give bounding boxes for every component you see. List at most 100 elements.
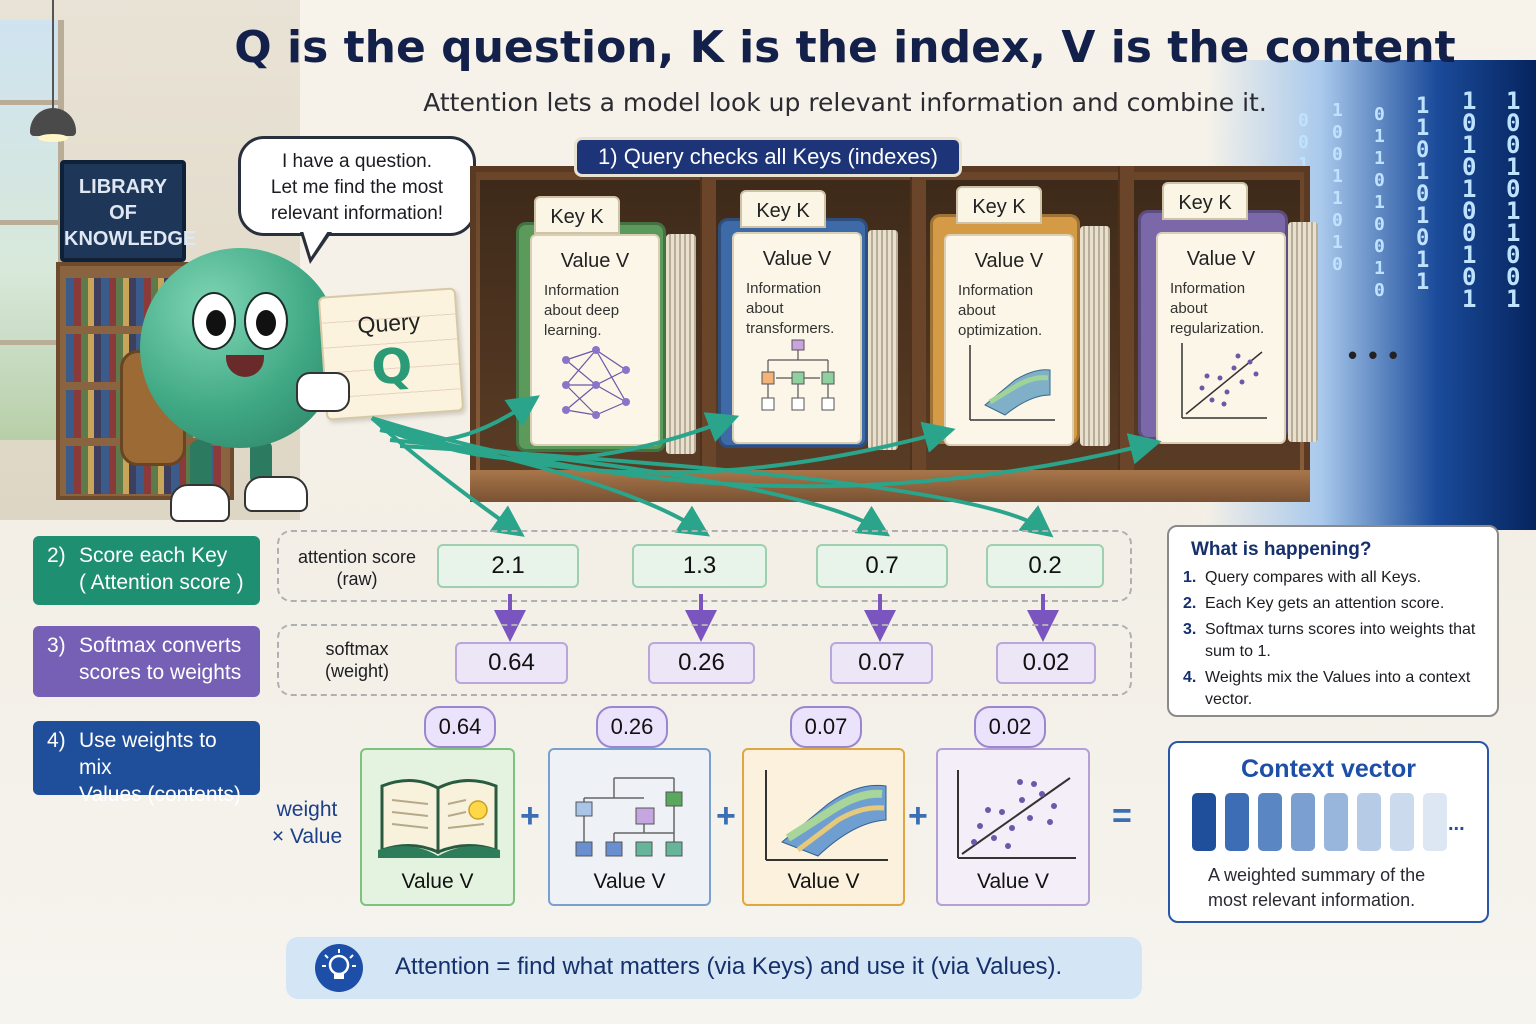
sign-line: OF	[109, 202, 137, 224]
page-subtitle: Attention lets a model look up relevant …	[423, 88, 1267, 117]
scatter-plot-icon	[1181, 343, 1267, 419]
value-card-title: Value V	[762, 248, 832, 270]
summary-text: Attention = find what matters (via Keys)…	[395, 953, 1063, 980]
lamp-cord	[52, 0, 54, 110]
step-line: Use weights to mix	[79, 729, 217, 779]
step-line: Score each Key	[79, 544, 228, 567]
weight-times-value-label: weight× Value	[271, 798, 343, 848]
info-title: What is happening?	[1191, 539, 1372, 560]
context-vector-panel: Context vector ... A weighted summary of…	[1168, 741, 1489, 923]
shelf-divider	[700, 166, 716, 472]
context-vector-bar	[1423, 793, 1447, 851]
info-item: 4.Weights mix the Values into a context …	[1183, 669, 1471, 708]
weighted-value-card: Value V	[936, 748, 1090, 906]
context-vector-description: A weighted summary of the most relevant …	[1208, 865, 1426, 910]
library-sign: LIBRARY OF KNOWLEDGE	[60, 160, 196, 262]
key-tab: Key K	[956, 186, 1042, 224]
attention-score: 0.2	[986, 544, 1104, 588]
info-item: 3.Softmax turns scores into weights that…	[1183, 621, 1476, 660]
sneaker-icon	[244, 476, 308, 512]
plus-operator: +	[908, 797, 928, 835]
step2-box: 2) Score each Key ( Attention score )	[33, 536, 260, 605]
query-mascot	[140, 248, 340, 448]
attention-score: 0.7	[816, 544, 948, 588]
softmax-weight: 0.07	[830, 642, 933, 684]
binder-pages	[868, 230, 898, 450]
context-vector-bar	[1291, 793, 1315, 851]
weight-pill: 0.02	[974, 706, 1046, 748]
character-leg	[250, 440, 272, 485]
binder-pages	[1288, 222, 1318, 442]
more-binders-ellipsis: • • •	[1348, 340, 1400, 370]
score-row	[277, 530, 1132, 602]
softmax-row-label: softmax(weight)	[324, 639, 390, 681]
context-vector-bar	[1192, 793, 1216, 851]
mascot-mouth	[226, 355, 264, 377]
open-book-icon	[378, 779, 500, 858]
speech-bubble-tail-fill	[303, 231, 328, 257]
summary-banner	[286, 937, 1142, 999]
score-row-label: attention score(raw)	[297, 547, 417, 589]
info-item: 2.Each Key gets an attention score.	[1183, 595, 1445, 612]
step3-box: 3) Softmax converts scores to weights	[33, 626, 260, 697]
key-tab: Key K	[740, 190, 826, 228]
sneaker-icon	[170, 484, 230, 522]
attention-score: 2.1	[437, 544, 579, 588]
flow-diagram-icon	[575, 777, 683, 857]
softmax-row	[277, 624, 1132, 696]
attention-score: 1.3	[632, 544, 767, 588]
weighted-value-label: Value V	[787, 870, 860, 893]
step-line: ( Attention score )	[79, 571, 244, 594]
step-number: 3)	[47, 634, 66, 657]
step1-label: 1) Query checks all Keys (indexes)	[574, 137, 962, 177]
key-tab: Key K	[534, 196, 620, 234]
info-item: 1.Query compares with all Keys.	[1183, 569, 1422, 586]
key-tab: Key K	[1162, 182, 1248, 220]
weighted-value-label: Value V	[401, 870, 474, 893]
context-vector-bar	[1258, 793, 1282, 851]
glove-hand-icon	[296, 372, 350, 412]
weight-pill: 0.07	[790, 706, 862, 748]
step-line: Values (contents)	[79, 783, 241, 806]
weighted-value-card: Value V	[360, 748, 515, 906]
step-line: Softmax converts	[79, 634, 242, 657]
context-vector-bar	[1357, 793, 1381, 851]
what-is-happening-panel: What is happening? 1.Query compares with…	[1167, 525, 1499, 717]
lightbulb-icon	[315, 944, 363, 992]
context-vector-bar	[1324, 793, 1348, 851]
value-card-title: Value V	[974, 250, 1044, 272]
context-vector-ellipsis: ...	[1448, 813, 1465, 835]
context-vector-bar	[1225, 793, 1249, 851]
value-card-title: Value V	[560, 250, 630, 272]
title-text: Q is the question, K is the index, V is …	[234, 22, 1456, 73]
architecture-diagram-icon	[761, 339, 835, 411]
softmax-weight: 0.64	[455, 642, 568, 684]
character-leg	[190, 440, 212, 490]
plus-operator: +	[520, 797, 540, 835]
weighted-value-card: Value V	[548, 748, 711, 906]
step-line: scores to weights	[79, 661, 242, 684]
plus-operator: +	[716, 797, 736, 835]
shelf-divider	[1118, 166, 1134, 472]
value-card-title: Value V	[1186, 248, 1256, 270]
bubble-line: relevant information!	[270, 203, 444, 224]
weighted-value-label: Value V	[977, 870, 1049, 893]
step-number: 2)	[47, 544, 66, 567]
weighted-value-label: Value V	[593, 870, 666, 893]
context-vector-bar	[1390, 793, 1414, 851]
bubble-line: Let me find the most	[270, 177, 444, 198]
softmax-weight: 0.26	[648, 642, 755, 684]
surface-plot-icon	[765, 770, 888, 861]
weighted-value-card: Value V	[742, 748, 905, 906]
context-vector-title: Context vector	[1240, 755, 1417, 783]
lamp-light	[38, 134, 68, 142]
weight-pill: 0.26	[596, 706, 668, 748]
page-title: Q is the question, K is the index, V is …	[0, 22, 1536, 73]
